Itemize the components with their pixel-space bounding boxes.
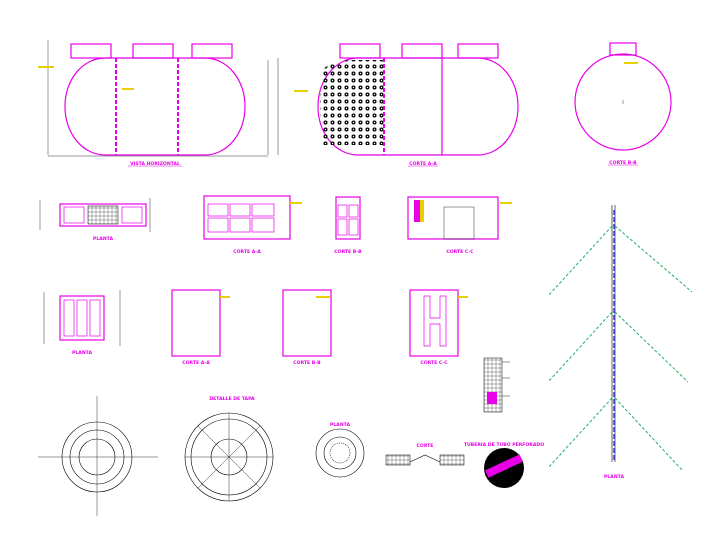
title-corte-cc-low: CORTE C-C <box>420 360 448 366</box>
title-planta-2: PLANTA <box>72 350 92 356</box>
title-tubo: TUBERIA DE TUBO PERFORADO <box>464 442 544 448</box>
title-planta-right: PLANTA <box>604 474 624 480</box>
corte-bb-top-view: CORTE B-B <box>574 42 672 166</box>
tapa-circle-1 <box>38 396 158 516</box>
title-corte-bb-mid: CORTE B-B <box>334 249 362 255</box>
planta-3-view: PLANTA <box>315 422 365 478</box>
manhole-1 <box>70 43 112 59</box>
title-corte-bb-low: CORTE B-B <box>293 360 321 366</box>
title-corte: CORTE <box>417 443 434 449</box>
planta-2-view: PLANTA <box>43 290 121 356</box>
title-corte-cc-mid: CORTE C-C <box>446 249 474 255</box>
vista-horizontal-view: VISTA HORIZONTAL <box>38 40 279 167</box>
corte-bb-low-view: CORTE B-B <box>282 289 332 366</box>
corte-cc-mid-view: CORTE C-C <box>407 196 512 255</box>
corte-aa-mid-view: CORTE A-A <box>203 195 302 255</box>
title-planta-3: PLANTA <box>330 422 350 428</box>
drainage-plan-view: PLANTA <box>547 205 693 480</box>
corte-aa-top-view: CORTE A-A <box>294 43 519 167</box>
filter-detail <box>483 357 510 413</box>
title-corte-aa-mid: CORTE A-A <box>233 249 261 255</box>
corte-aa-low-view: CORTE A-A <box>171 289 230 366</box>
detalle-tapa-view: DETALLE DE TAPA <box>184 396 274 502</box>
title-planta-1: PLANTA <box>93 236 113 242</box>
title-corte-aa-top: CORTE A-A <box>409 161 437 167</box>
manhole-2 <box>132 43 174 59</box>
manhole-3 <box>191 43 233 59</box>
tubo-perforado-detail: TUBERIA DE TUBO PERFORADO <box>464 442 544 488</box>
corte-detail: CORTE <box>385 443 465 466</box>
planta-1-view: PLANTA <box>39 198 151 242</box>
title-corte-aa-low: CORTE A-A <box>182 360 210 366</box>
corte-cc-low-view: CORTE C-C <box>409 289 468 366</box>
title-vista-horizontal: VISTA HORIZONTAL <box>130 161 180 167</box>
corte-bb-mid-view: CORTE B-B <box>334 196 362 255</box>
title-detalle-tapa: DETALLE DE TAPA <box>209 396 255 402</box>
title-corte-bb-top: CORTE B-B <box>609 160 637 166</box>
